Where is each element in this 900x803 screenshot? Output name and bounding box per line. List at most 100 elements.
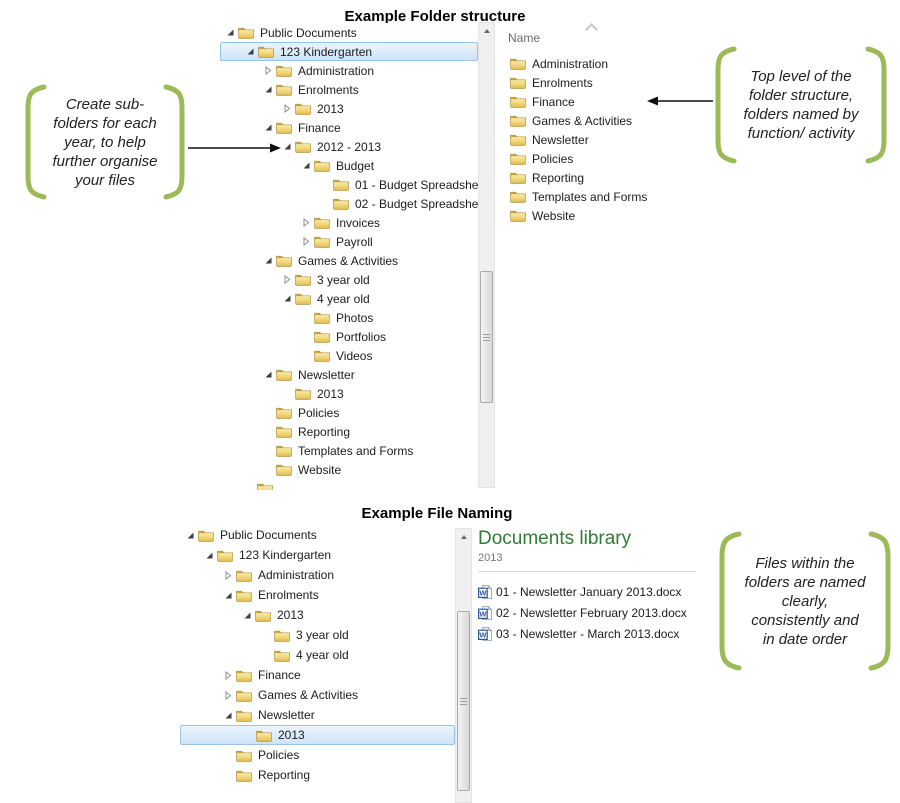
folder-list-item-administration[interactable]: Administration xyxy=(500,54,660,73)
collapse-toggle-icon[interactable] xyxy=(246,47,258,56)
folder-icon xyxy=(256,729,272,742)
collapse-toggle-icon[interactable] xyxy=(264,123,276,132)
collapse-toggle-icon[interactable] xyxy=(264,256,276,265)
tree-item-policies[interactable]: Policies xyxy=(220,403,478,422)
tree-item-02-budget-spreadsheet-2011-2012[interactable]: 02 - Budget Spreadsheet 2011-2012 xyxy=(220,194,478,213)
folder-list-item-finance[interactable]: Finance xyxy=(500,92,660,111)
scrollbar-thumb[interactable] xyxy=(457,611,470,791)
expand-toggle-icon[interactable] xyxy=(302,218,314,227)
tree-item-label: 123 Kindergarten xyxy=(239,548,332,562)
folder-icon xyxy=(236,749,252,762)
collapse-toggle-icon[interactable] xyxy=(186,531,198,540)
collapse-toggle-icon[interactable] xyxy=(264,85,276,94)
tree-item-reporting[interactable]: Reporting xyxy=(180,765,455,785)
tree-item-label: Policies xyxy=(258,748,300,762)
tree-item-123-kindergarten[interactable]: 123 Kindergarten xyxy=(180,545,455,565)
tree-item-label: Enrolments xyxy=(298,82,359,97)
file-item-01-newsletter-january-2013-docx[interactable]: 01 - Newsletter January 2013.docx xyxy=(478,581,703,602)
expand-toggle-icon[interactable] xyxy=(224,690,236,700)
collapse-toggle-icon[interactable] xyxy=(302,161,314,170)
tree-item-administration[interactable]: Administration xyxy=(220,61,478,80)
tree-item-2013[interactable]: 2013 xyxy=(220,99,478,118)
tree-item-2013[interactable]: 2013 xyxy=(180,605,455,625)
tree-item-label: Newsletter xyxy=(298,367,355,382)
expand-toggle-icon[interactable] xyxy=(224,570,236,580)
tree-item-portfolios[interactable]: Portfolios xyxy=(220,327,478,346)
tree-item-reporting[interactable]: Reporting xyxy=(220,422,478,441)
tree-item-newsletter[interactable]: Newsletter xyxy=(220,365,478,384)
folder-icon xyxy=(510,190,526,203)
tree-item-blank[interactable] xyxy=(220,479,478,490)
up-arrow-icon xyxy=(483,28,490,33)
tree-item-payroll[interactable]: Payroll xyxy=(220,232,478,251)
folder-list-item-policies[interactable]: Policies xyxy=(500,149,660,168)
tree-item-website[interactable]: Website xyxy=(220,460,478,479)
tree-item-label: Games & Activities xyxy=(258,688,359,702)
collapse-toggle-icon[interactable] xyxy=(283,294,295,303)
tree-item-enrolments[interactable]: Enrolments xyxy=(220,80,478,99)
tree-item-games-activities[interactable]: Games & Activities xyxy=(180,685,455,705)
tree-item-videos[interactable]: Videos xyxy=(220,346,478,365)
collapse-toggle-icon[interactable] xyxy=(224,591,236,600)
tree-item-123-kindergarten[interactable]: 123 Kindergarten xyxy=(220,42,478,61)
folder-list-label: Templates and Forms xyxy=(532,189,648,204)
tree-item-label: 2013 xyxy=(277,608,304,622)
folder-list-item-enrolments[interactable]: Enrolments xyxy=(500,73,660,92)
scrollbar-top[interactable] xyxy=(478,22,495,488)
tree-item-newsletter[interactable]: Newsletter xyxy=(180,705,455,725)
tree-item-finance[interactable]: Finance xyxy=(180,665,455,685)
tree-item-2013[interactable]: 2013 xyxy=(180,725,455,745)
collapse-toggle-icon[interactable] xyxy=(226,28,238,37)
collapse-toggle-icon[interactable] xyxy=(264,370,276,379)
tree-item-label: 4 year old xyxy=(317,291,370,306)
tree-item-photos[interactable]: Photos xyxy=(220,308,478,327)
tree-item-enrolments[interactable]: Enrolments xyxy=(180,585,455,605)
file-item-03-newsletter-march-2013-docx[interactable]: 03 - Newsletter - March 2013.docx xyxy=(478,623,703,644)
tree-item-label: Portfolios xyxy=(336,329,387,344)
expand-toggle-icon[interactable] xyxy=(302,237,314,246)
tree-item-public-documents[interactable]: Public Documents xyxy=(180,525,455,545)
file-name-label: 02 - Newsletter February 2013.docx xyxy=(496,605,687,620)
tree-item-4-year-old[interactable]: 4 year old xyxy=(180,645,455,665)
tree-item-01-budget-spreadsheet-2012-2013[interactable]: 01 - Budget Spreadsheet 2012-2013 xyxy=(220,175,478,194)
folder-list-item-games-activities[interactable]: Games & Activities xyxy=(500,111,660,130)
callout-line: further organise xyxy=(52,152,158,170)
folder-icon xyxy=(510,171,526,184)
tree-item-budget[interactable]: Budget xyxy=(220,156,478,175)
scroll-up-button[interactable] xyxy=(456,529,471,544)
tree-item-games-activities[interactable]: Games & Activities xyxy=(220,251,478,270)
folder-list-item-newsletter[interactable]: Newsletter xyxy=(500,130,660,149)
tree-item-4-year-old[interactable]: 4 year old xyxy=(220,289,478,308)
file-item-02-newsletter-february-2013-docx[interactable]: 02 - Newsletter February 2013.docx xyxy=(478,602,703,623)
folder-list-item-reporting[interactable]: Reporting xyxy=(500,168,660,187)
expand-toggle-icon[interactable] xyxy=(283,104,295,113)
folder-icon xyxy=(276,64,292,77)
tree-item-3-year-old[interactable]: 3 year old xyxy=(180,625,455,645)
collapse-toggle-icon[interactable] xyxy=(243,611,255,620)
collapse-toggle-icon[interactable] xyxy=(283,142,295,151)
tree-item-3-year-old[interactable]: 3 year old xyxy=(220,270,478,289)
tree-item-invoices[interactable]: Invoices xyxy=(220,213,478,232)
collapse-toggle-icon[interactable] xyxy=(205,551,217,560)
tree-item-label: Administration xyxy=(298,63,375,78)
tree-item-policies[interactable]: Policies xyxy=(180,745,455,765)
expand-toggle-icon[interactable] xyxy=(224,670,236,680)
tree-item-2012-2013[interactable]: 2012 - 2013 xyxy=(220,137,478,156)
tree-item-administration[interactable]: Administration xyxy=(180,565,455,585)
scrollbar-bottom[interactable] xyxy=(455,528,472,803)
collapse-toggle-icon[interactable] xyxy=(224,711,236,720)
scrollbar-thumb[interactable] xyxy=(480,271,493,403)
tree-item-label: Enrolments xyxy=(258,588,319,602)
expand-toggle-icon[interactable] xyxy=(283,275,295,284)
name-column-header[interactable]: Name xyxy=(508,31,541,45)
word-document-icon xyxy=(478,627,492,641)
tree-item-2013[interactable]: 2013 xyxy=(220,384,478,403)
tree-item-finance[interactable]: Finance xyxy=(220,118,478,137)
folder-list-item-website[interactable]: Website xyxy=(500,206,660,225)
tree-item-templates-and-forms[interactable]: Templates and Forms xyxy=(220,441,478,460)
tree-item-public-documents[interactable]: Public Documents xyxy=(220,23,478,42)
scroll-up-button[interactable] xyxy=(479,23,494,38)
folder-list-item-templates-and-forms[interactable]: Templates and Forms xyxy=(500,187,660,206)
folder-icon xyxy=(333,197,349,210)
expand-toggle-icon[interactable] xyxy=(264,66,276,75)
